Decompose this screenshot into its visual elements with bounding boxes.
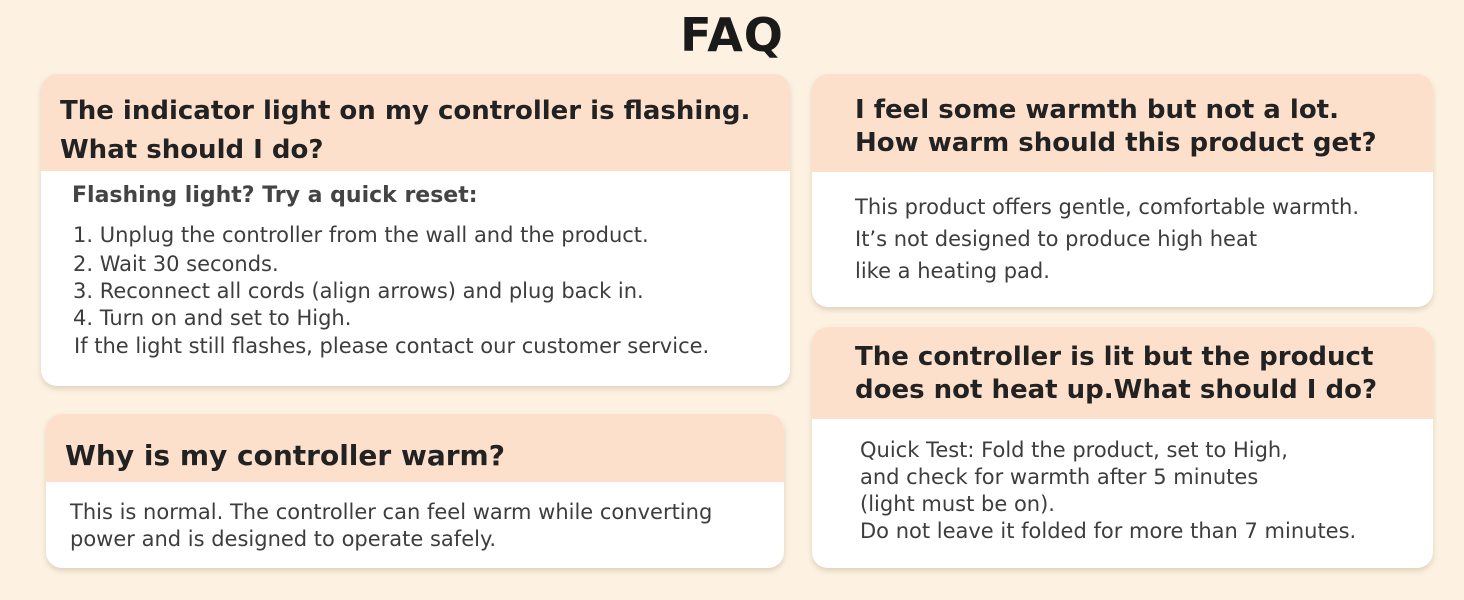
faq-card-warmth-level: I feel some warmth but not a lot. How wa… — [812, 74, 1433, 307]
faq-answer: This is normal. The controller can feel … — [46, 482, 784, 553]
faq-answer: This product offers gentle, comfortable … — [812, 172, 1433, 287]
faq-card-controller-warm: Why is my controller warm? This is norma… — [46, 414, 784, 568]
faq-card-no-heat: The controller is lit but the product do… — [812, 327, 1433, 568]
faq-question: The controller is lit but the product do… — [812, 327, 1433, 419]
question-line: I feel some warmth but not a lot. — [855, 95, 1339, 125]
reset-step: 3. Reconnect all cords (align arrows) an… — [73, 279, 644, 303]
answer-footer: If the light still flashes, please conta… — [74, 334, 710, 358]
reset-step: 4. Turn on and set to High. — [73, 306, 352, 330]
answer-line: Do not leave it folded for more than 7 m… — [860, 519, 1357, 543]
faq-answer: Flashing light? Try a quick reset: 1. Un… — [41, 171, 790, 360]
question-line: How warm should this product get? — [855, 128, 1377, 158]
faq-card-flashing-light: The indicator light on my controller is … — [41, 74, 790, 386]
answer-line: like a heating pad. — [855, 259, 1050, 283]
answer-line: This product offers gentle, comfortable … — [855, 195, 1359, 219]
answer-line: Quick Test: Fold the product, set to Hig… — [860, 438, 1288, 462]
reset-step: 1. Unplug the controller from the wall a… — [73, 223, 649, 247]
faq-answer: Quick Test: Fold the product, set to Hig… — [812, 419, 1433, 545]
answer-line: and check for warmth after 5 minutes — [860, 465, 1259, 489]
answer-line: (light must be on). — [860, 492, 1055, 516]
answer-line: power and is designed to operate safely. — [70, 527, 497, 551]
answer-subheading: Flashing light? Try a quick reset: — [72, 183, 478, 208]
question-line: The indicator light on my controller is … — [60, 96, 751, 126]
page-title: FAQ — [680, 8, 784, 62]
question-line: The controller is lit but the product — [855, 342, 1374, 372]
reset-step: 2. Wait 30 seconds. — [73, 252, 279, 276]
faq-question: Why is my controller warm? — [46, 414, 784, 482]
answer-line: This is normal. The controller can feel … — [70, 500, 713, 524]
question-line: What should I do? — [60, 135, 324, 165]
question-line: does not heat up.What should I do? — [855, 375, 1378, 405]
answer-line: It’s not designed to produce high heat — [855, 227, 1258, 251]
faq-question: The indicator light on my controller is … — [41, 74, 790, 171]
faq-question: I feel some warmth but not a lot. How wa… — [812, 74, 1433, 172]
question-line: Why is my controller warm? — [65, 439, 505, 472]
